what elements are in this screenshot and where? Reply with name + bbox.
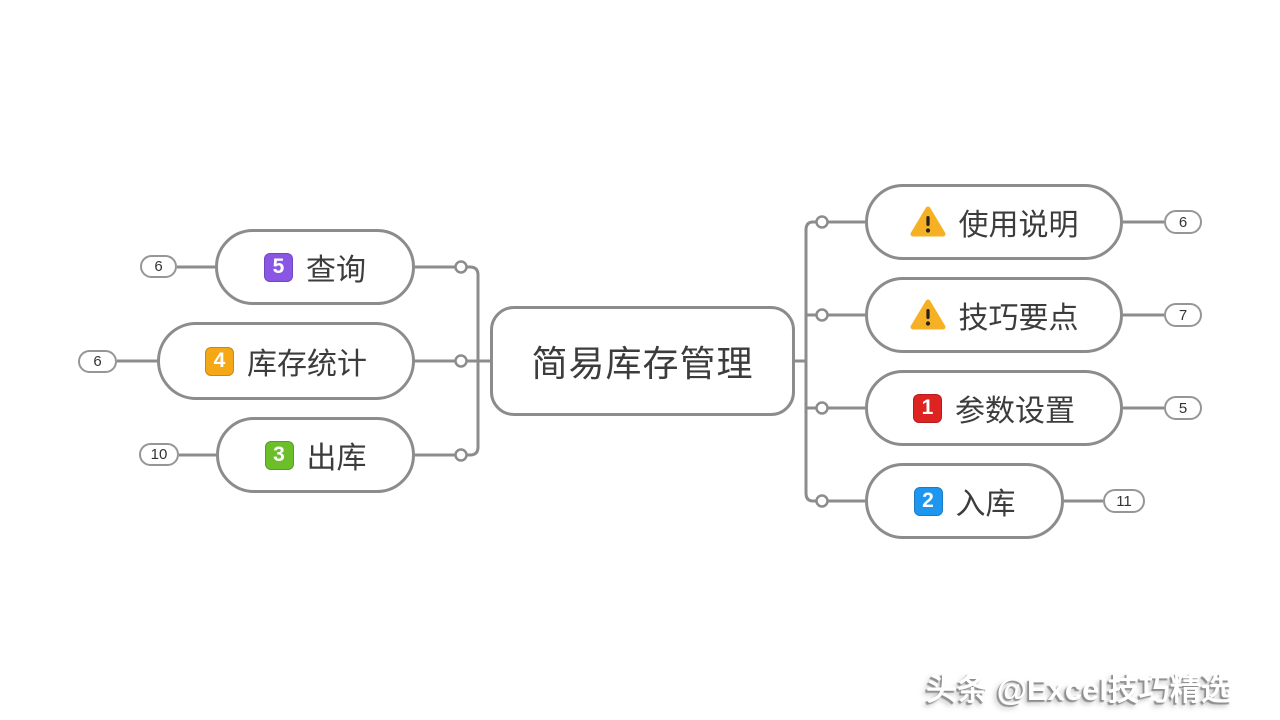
node-tips[interactable]: 技巧要点: [865, 277, 1123, 353]
count-pill-tips[interactable]: 7: [1164, 303, 1202, 327]
node-central-topic[interactable]: 简易库存管理: [490, 306, 795, 416]
node-label: 使用说明: [958, 209, 1079, 242]
priority-2-badge: 2: [913, 486, 943, 516]
node-inventory-stats[interactable]: 4 库存统计: [157, 322, 415, 400]
node-label: 出库: [306, 442, 367, 475]
count-pill-usage-notes[interactable]: 6: [1164, 210, 1202, 234]
node-outbound[interactable]: 3 出库: [216, 417, 415, 493]
right-bus-lower: [804, 361, 817, 503]
warning-icon: [910, 299, 945, 330]
watermark: 头条 @Excel技巧精选: [926, 672, 1232, 707]
junction-dot: [454, 448, 468, 462]
junction-dot: [815, 308, 829, 322]
count-pill-parameter-settings[interactable]: 5: [1164, 396, 1202, 420]
node-label: 入库: [955, 488, 1016, 521]
count-pill-inbound[interactable]: 11: [1103, 489, 1145, 513]
left-bus: [466, 265, 480, 457]
node-label: 参数设置: [955, 395, 1075, 428]
central-topic-label: 简易库存管理: [531, 343, 754, 384]
priority-3-badge: 3: [264, 440, 294, 470]
node-inbound[interactable]: 2 入库: [865, 463, 1064, 539]
count-pill-outbound[interactable]: 10: [139, 443, 179, 466]
node-label: 库存统计: [247, 348, 367, 381]
warning-icon: [910, 206, 945, 237]
node-query[interactable]: 5 查询: [215, 229, 415, 305]
count-pill-query[interactable]: 6: [140, 255, 177, 278]
node-parameter-settings[interactable]: 1 参数设置: [865, 370, 1123, 446]
priority-1-badge: 1: [913, 393, 942, 423]
junction-dot: [454, 260, 468, 274]
priority-5-badge: 5: [264, 252, 293, 282]
node-usage-notes[interactable]: 使用说明: [865, 184, 1123, 260]
node-label: 查询: [306, 254, 366, 287]
junction-dot: [815, 494, 829, 508]
junction-dot: [815, 215, 829, 229]
right-bus-upper: [804, 220, 817, 361]
node-label: 技巧要点: [958, 302, 1079, 335]
junction-dot: [454, 354, 468, 368]
count-pill-inventory-stats[interactable]: 6: [78, 350, 117, 373]
priority-4-badge: 4: [205, 346, 234, 376]
junction-dot: [815, 401, 829, 415]
